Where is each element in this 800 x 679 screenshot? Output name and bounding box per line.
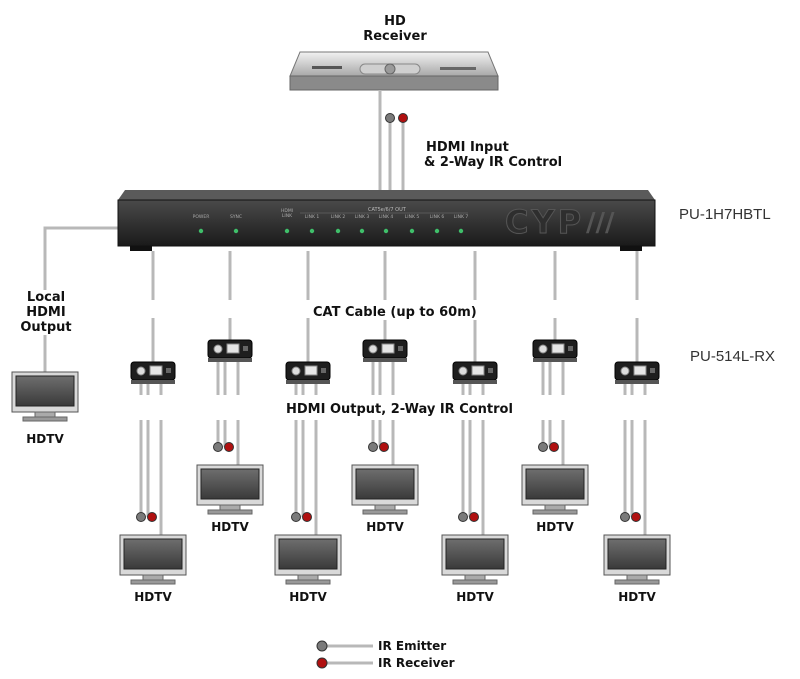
local-output-line3: Output — [20, 320, 72, 335]
receiver-module-3 — [285, 361, 331, 384]
led-indicator — [434, 228, 440, 234]
hdmi-input-line2: & 2-Way IR Control — [424, 155, 563, 170]
led-indicator — [284, 228, 290, 234]
hdtv-2 — [196, 464, 264, 515]
ir-emitter-icon — [620, 512, 630, 522]
led-label-8: LINK 6 — [429, 215, 445, 220]
legend-emitter-label: IR Emitter — [378, 639, 447, 653]
local-hdtv-label: HDTV — [26, 432, 64, 446]
local-output-line2: HDMI — [26, 305, 66, 320]
led-label-7: LINK 5 — [404, 215, 420, 220]
hdtv-3 — [274, 534, 342, 585]
ir-receiver-icon — [631, 512, 641, 522]
local-output-line1: Local — [26, 290, 66, 305]
hdmi-input-line1: HDMI Input — [426, 140, 509, 155]
hd-receiver-label: HD Receiver — [350, 14, 440, 44]
led-label-3: LINK 1 — [304, 215, 320, 220]
legend-receiver-label: IR Receiver — [378, 656, 455, 670]
transmitter-model: PU-1H7HBTL — [679, 206, 771, 223]
led-indicator — [409, 228, 415, 234]
hd-receiver-title-1: HD — [384, 14, 406, 29]
led-label-1: SYNC — [229, 215, 243, 220]
legend — [316, 640, 373, 669]
receiver-module-4 — [362, 339, 408, 362]
ir-emitter-icon — [538, 442, 548, 452]
hdtv-label-4: HDTV — [366, 520, 404, 534]
ir-receiver-icon — [302, 512, 312, 522]
transmitter-logo-stripes: /// — [586, 208, 615, 238]
ir-emitter-icon — [136, 512, 146, 522]
receiver-module-6 — [532, 339, 578, 362]
local-hdmi-cable — [43, 226, 118, 290]
hdtv-6 — [521, 464, 589, 515]
receiver-module-7 — [614, 361, 660, 384]
ir-receiver-icon — [398, 113, 408, 123]
hdtv-label-6: HDTV — [536, 520, 574, 534]
led-label-6: LINK 4 — [378, 215, 394, 220]
transmitter-device — [117, 190, 656, 251]
led-indicator — [359, 228, 365, 234]
ir-receiver-icon — [147, 512, 157, 522]
ir-emitter-icon — [213, 442, 223, 452]
legend-receiver-icon — [316, 657, 328, 669]
ir-receiver-icon — [379, 442, 389, 452]
led-indicator — [335, 228, 341, 234]
ir-emitter-icon — [291, 512, 301, 522]
hdtv-1 — [119, 534, 187, 585]
receiver-module-1 — [130, 361, 176, 384]
hdtv-label-5: HDTV — [456, 590, 494, 604]
hd-receiver-device — [289, 51, 499, 91]
cat-cable-label: CAT Cable (up to 60m) — [310, 305, 480, 320]
ir-receiver-icon — [469, 512, 479, 522]
hdtv-label-1: HDTV — [134, 590, 172, 604]
led-indicator — [383, 228, 389, 234]
hdtv-4 — [351, 464, 419, 515]
hdtv-5 — [441, 534, 509, 585]
hdmi-output-label: HDMI Output, 2-Way IR Control — [283, 402, 516, 417]
ir-emitter-icon — [368, 442, 378, 452]
led-label-2: HDMI LINK — [280, 209, 294, 219]
hdtv-7 — [603, 534, 671, 585]
led-label-4: LINK 2 — [330, 215, 346, 220]
led-label-5: LINK 3 — [354, 215, 370, 220]
led-indicator — [198, 228, 204, 234]
led-indicator — [233, 228, 239, 234]
ir-receiver-icon — [224, 442, 234, 452]
led-label-9: LINK 7 — [453, 215, 469, 220]
hdtv-label-3: HDTV — [289, 590, 327, 604]
ir-emitter-icon — [458, 512, 468, 522]
hdtv-label-7: HDTV — [618, 590, 656, 604]
led-label-0: POWER — [192, 215, 210, 220]
ir-emitter-icon — [385, 113, 395, 123]
hdtv-label-2: HDTV — [211, 520, 249, 534]
hd-receiver-title-2: Receiver — [363, 29, 427, 44]
input-cables — [378, 90, 405, 195]
receiver-module-2 — [207, 339, 253, 362]
legend-emitter-icon — [316, 640, 328, 652]
hdmi-input-label: HDMI Input & 2-Way IR Control — [424, 140, 562, 170]
led-indicator — [458, 228, 464, 234]
receiver-module-5 — [452, 361, 498, 384]
receiver-model: PU-514L-RX — [690, 348, 776, 365]
led-indicator — [309, 228, 315, 234]
transmitter-group-label: CAT5e/6/7 OUT — [368, 207, 406, 213]
local-hdtv — [11, 371, 79, 422]
ir-receiver-icon — [549, 442, 559, 452]
local-hdmi-output-label: Local HDMI Output — [6, 290, 86, 335]
transmitter-logo: CYP — [504, 203, 585, 242]
